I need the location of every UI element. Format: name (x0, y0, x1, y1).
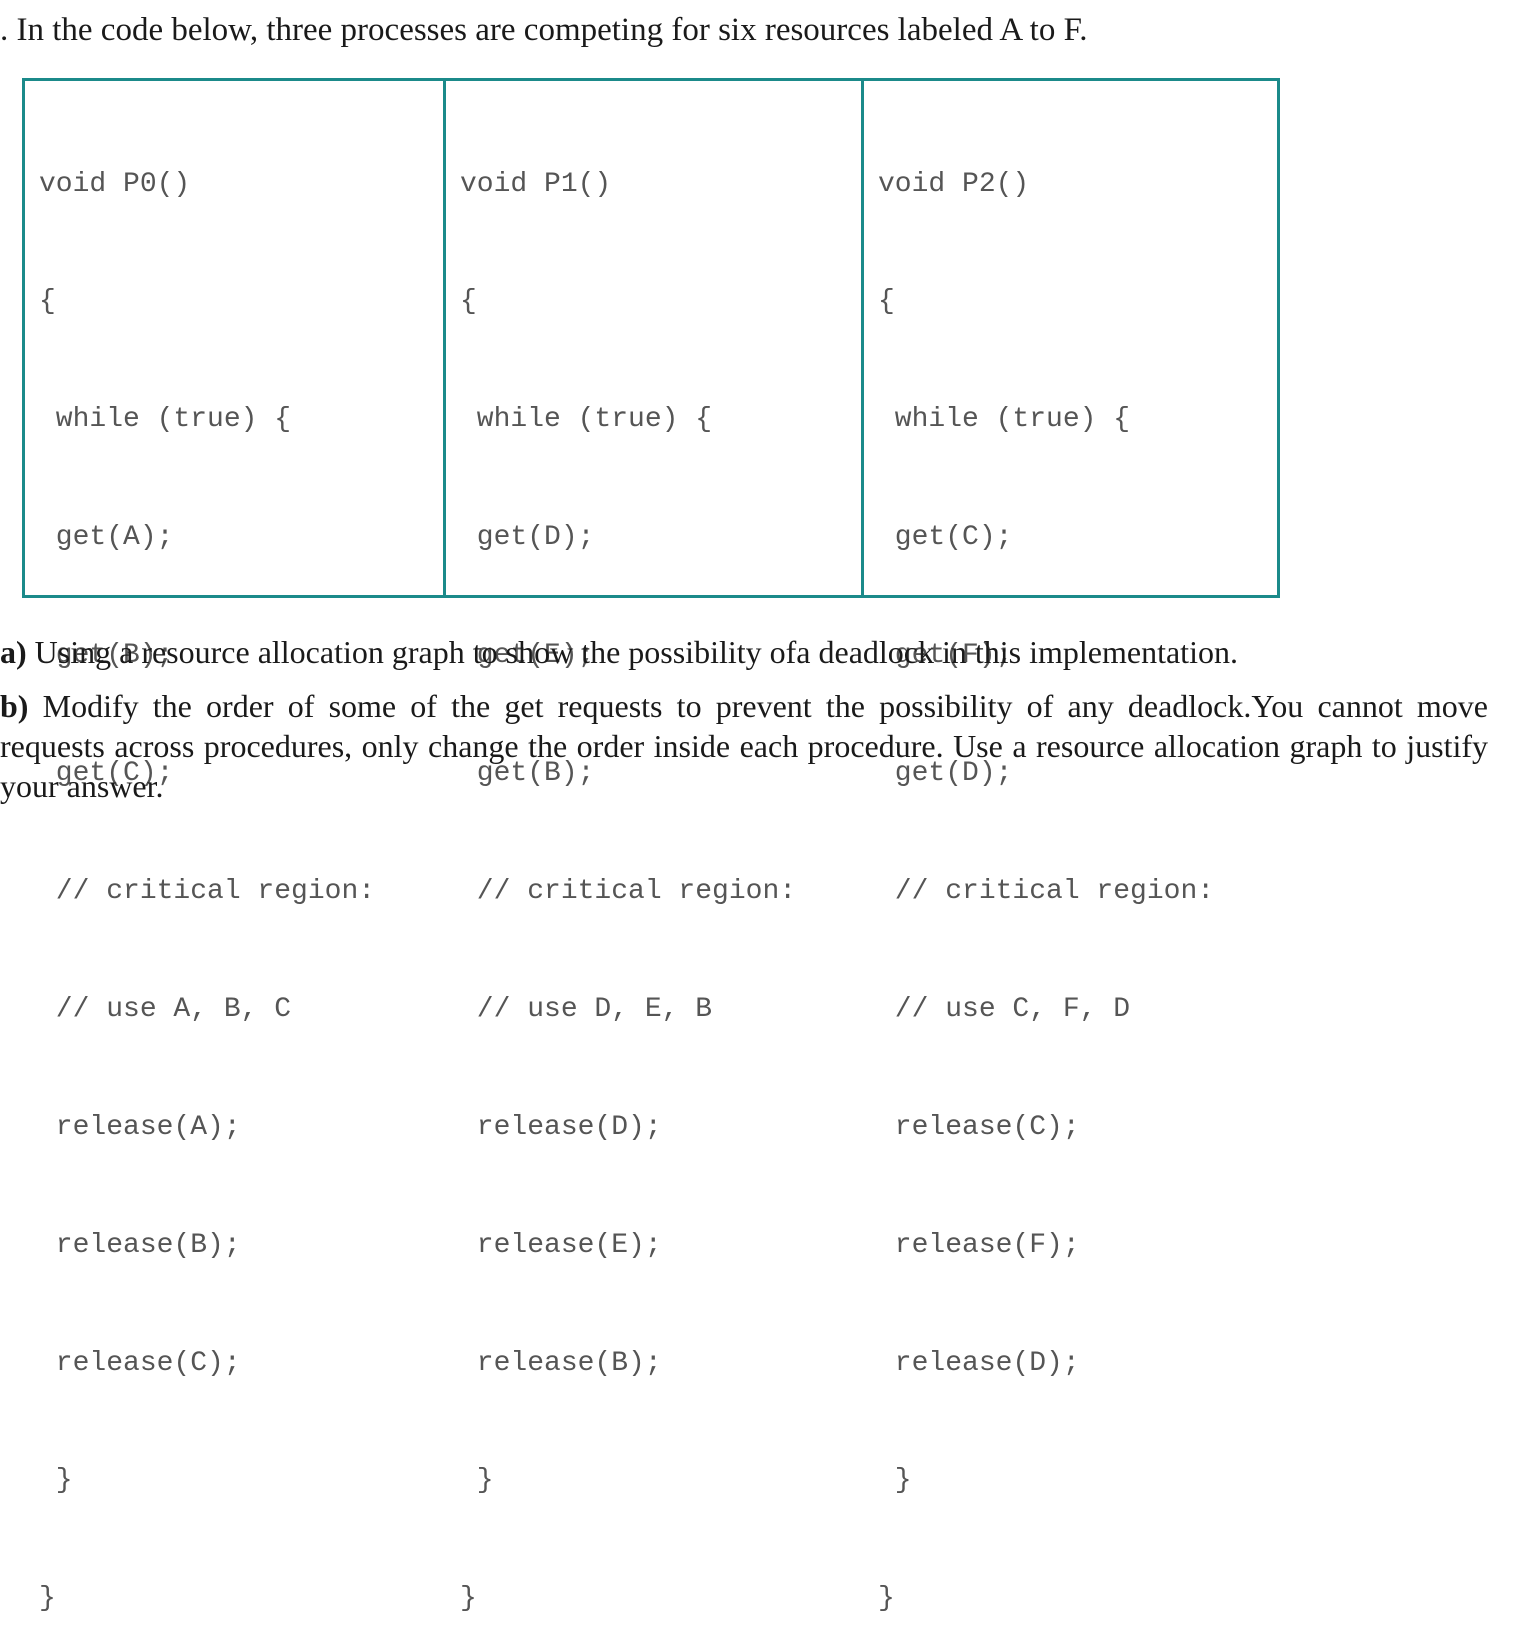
code-line: // critical region: (39, 875, 376, 907)
code-line: release(E); (460, 1229, 662, 1261)
question-a-label: a) (0, 634, 27, 670)
code-line: while (true) { (460, 404, 713, 436)
code-line: void P2() (878, 168, 1030, 200)
code-line: release(D); (878, 1347, 1080, 1379)
code-line: while (true) { (878, 404, 1131, 436)
question-a: a) Using a resource allocation graph to … (0, 632, 1238, 672)
code-block-p2: void P2() { while (true) { get(C); get(F… (861, 81, 1277, 1614)
code-line: release(D); (460, 1111, 662, 1143)
question-b-text: Modify the order of some of the get requ… (0, 688, 1488, 804)
code-line: get(D); (878, 758, 1013, 790)
code-line: release(C); (39, 1347, 241, 1379)
question-b-label: b) (0, 688, 29, 724)
code-line: get(D); (460, 522, 595, 554)
code-line: get(F); (878, 640, 1013, 672)
code-line: while (true) { (39, 404, 292, 436)
code-block-p1: void P1() { while (true) { get(D); get(E… (443, 81, 861, 1614)
code-line: // critical region: (878, 875, 1215, 907)
code-line: void P1() (460, 168, 612, 200)
code-line: { (39, 286, 56, 318)
code-line: // critical region: (460, 875, 797, 907)
code-line: } (878, 1583, 895, 1615)
question-a-text: Using a resource allocation graph to sho… (26, 634, 1238, 670)
code-line: get(A); (39, 522, 174, 554)
intro-text: . In the code below, three processes are… (0, 12, 1088, 48)
code-line: get(C); (39, 758, 174, 790)
code-line: } (39, 1583, 56, 1615)
code-line: } (39, 1465, 73, 1497)
code-line: release(A); (39, 1111, 241, 1143)
code-line: get(B); (39, 640, 174, 672)
code-line: release(F); (878, 1229, 1080, 1261)
code-line: } (460, 1583, 477, 1615)
question-b: b) Modify the order of some of the get r… (0, 686, 1488, 806)
code-line: } (460, 1465, 494, 1497)
code-line: { (460, 286, 477, 318)
code-line: release(C); (878, 1111, 1080, 1143)
code-line: // use A, B, C (39, 993, 292, 1025)
code-line: // use D, E, B (460, 993, 713, 1025)
code-line: // use C, F, D (878, 993, 1131, 1025)
code-line: get(E); (460, 640, 595, 672)
code-line: void P0() (39, 168, 191, 200)
code-line: release(B); (460, 1347, 662, 1379)
code-line: get(B); (460, 758, 595, 790)
code-line: get(C); (878, 522, 1013, 554)
code-block-p0: void P0() { while (true) { get(A); get(B… (25, 81, 443, 1615)
code-line: } (878, 1465, 912, 1497)
code-line: { (878, 286, 895, 318)
code-table: void P0() { while (true) { get(A); get(B… (22, 78, 1280, 1615)
code-line: release(B); (39, 1229, 241, 1261)
